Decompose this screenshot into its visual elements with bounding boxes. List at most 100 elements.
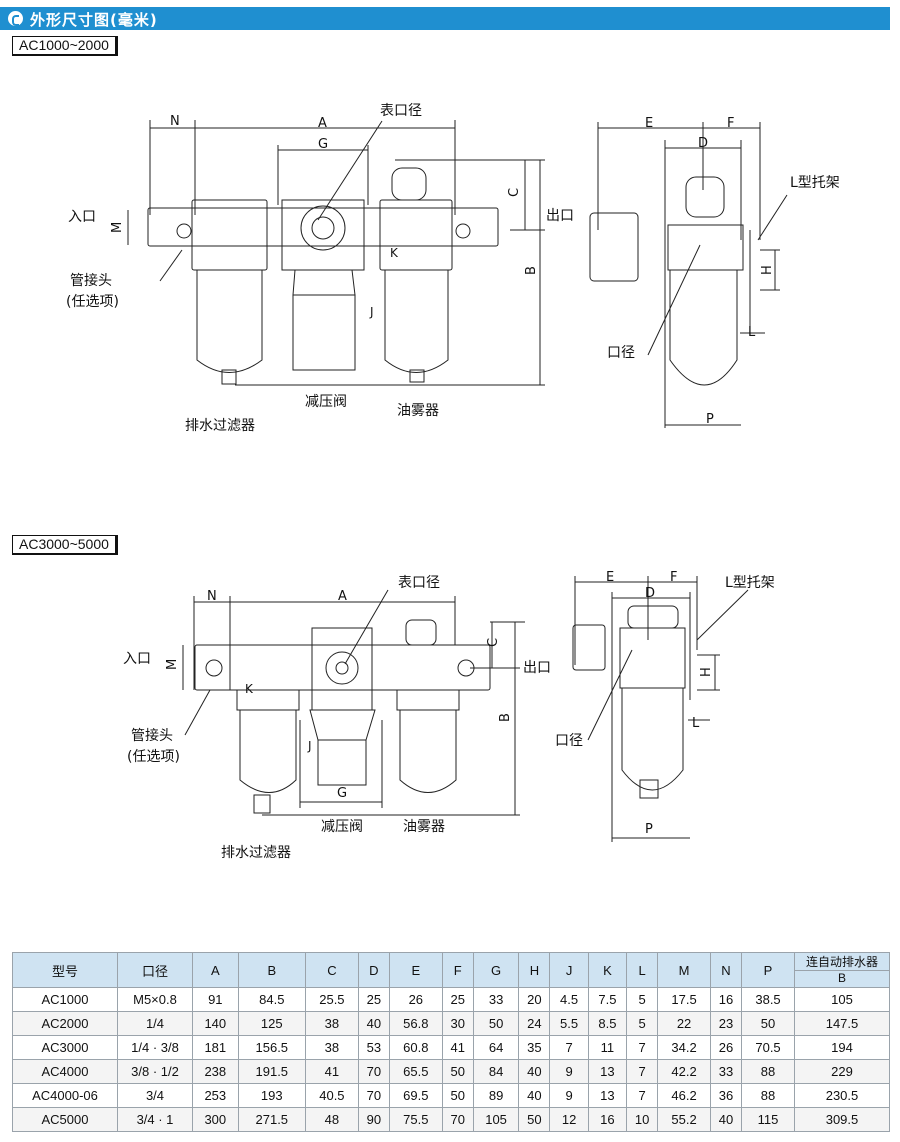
dim-L: L (692, 716, 700, 731)
cell-dim: 35 (518, 1035, 551, 1060)
cell-dim: 16 (587, 1107, 628, 1132)
cell-dim: 105 (472, 1107, 520, 1132)
col-header-dim: H (518, 952, 551, 988)
dim-C: C (486, 638, 501, 647)
col-header-dim: G (472, 952, 520, 988)
cell-port: 3/4 (117, 1083, 193, 1108)
col-header-dim: E (388, 952, 443, 988)
cell-auto-drain-b: 194 (794, 1035, 890, 1060)
label-port: 口径 (555, 733, 583, 749)
cell-dim: 156.5 (237, 1035, 306, 1060)
cell-dim: 11 (587, 1035, 628, 1060)
cell-dim: 191.5 (237, 1059, 306, 1084)
label-optional: (任选项) (127, 749, 180, 765)
dim-H: H (760, 265, 775, 275)
cell-dim: 25 (441, 987, 474, 1012)
cell-dim: 75.5 (388, 1107, 443, 1132)
label-lubricator: 油雾器 (397, 403, 439, 419)
cell-dim: 50 (518, 1107, 551, 1132)
cell-port: M5×0.8 (117, 987, 193, 1012)
cell-dim: 38 (304, 1011, 359, 1036)
col-header-dim: A (192, 952, 239, 988)
cell-dim: 23 (709, 1011, 743, 1036)
cell-dim: 30 (441, 1011, 474, 1036)
cell-dim: 90 (357, 1107, 390, 1132)
dim-C: C (507, 188, 522, 197)
cell-dim: 70.5 (741, 1035, 795, 1060)
auto-drain-title: 连自动排水器 (805, 954, 878, 969)
col-header-dim: F (441, 952, 474, 988)
col-header-dim: P (741, 952, 795, 988)
auto-drain-sub: B (795, 969, 889, 986)
cell-dim: 12 (549, 1107, 589, 1132)
model-range-tag-1: AC1000~2000 (12, 36, 118, 56)
cell-dim: 55.2 (657, 1107, 711, 1132)
dim-L: L (748, 325, 756, 340)
cell-dim: 5 (626, 987, 659, 1012)
cell-dim: 16 (709, 987, 743, 1012)
col-header-dim: D (357, 952, 390, 988)
cell-dim: 7 (626, 1035, 659, 1060)
cell-dim: 181 (192, 1035, 239, 1060)
label-gauge-port: 表口径 (398, 575, 440, 591)
cell-dim: 5.5 (549, 1011, 589, 1036)
dim-E: E (606, 570, 614, 585)
dim-M: M (165, 659, 180, 670)
cell-dim: 33 (472, 987, 520, 1012)
cell-dim: 40 (709, 1107, 743, 1132)
cell-dim: 40 (518, 1059, 551, 1084)
table-header-row: 型号 口径 A B C D E F G H J K L M N P 连自动排水器… (12, 952, 890, 988)
cell-dim: 70 (357, 1059, 390, 1084)
cell-dim: 5 (626, 1011, 659, 1036)
dim-B: B (524, 266, 539, 275)
label-outlet: 出口 (523, 660, 551, 676)
col-header-port: 口径 (117, 952, 193, 988)
cell-dim: 22 (657, 1011, 711, 1036)
col-header-dim: C (304, 952, 359, 988)
cell-dim: 10 (626, 1107, 659, 1132)
cell-dim: 42.2 (657, 1059, 711, 1084)
cell-dim: 7.5 (587, 987, 628, 1012)
cell-dim: 40 (357, 1011, 390, 1036)
cell-dim: 26 (388, 987, 443, 1012)
dim-N: N (207, 589, 217, 604)
cell-dim: 53 (357, 1035, 390, 1060)
cell-dim: 238 (192, 1059, 239, 1084)
cell-port: 3/8 · 1/2 (117, 1059, 193, 1084)
cell-dim: 84 (472, 1059, 520, 1084)
cell-dim: 50 (472, 1011, 520, 1036)
cell-dim: 70 (357, 1083, 390, 1108)
cell-dim: 253 (192, 1083, 239, 1108)
cell-dim: 88 (741, 1059, 795, 1084)
cell-dim: 40 (518, 1083, 551, 1108)
cell-dim: 88 (741, 1083, 795, 1108)
col-header-dim: N (709, 952, 743, 988)
cell-dim: 13 (587, 1083, 628, 1108)
cell-dim: 9 (549, 1083, 589, 1108)
model-range-tag-2: AC3000~5000 (12, 535, 118, 555)
cell-dim: 50 (441, 1059, 474, 1084)
cell-dim: 25.5 (304, 987, 359, 1012)
cell-model: AC4000-06 (12, 1083, 118, 1108)
cell-dim: 64 (472, 1035, 520, 1060)
cell-dim: 38 (304, 1035, 359, 1060)
dim-G: G (318, 137, 328, 152)
cell-dim: 70 (441, 1107, 474, 1132)
cell-dim: 38.5 (741, 987, 795, 1012)
cell-dim: 65.5 (388, 1059, 443, 1084)
cell-dim: 9 (549, 1059, 589, 1084)
dim-P: P (645, 822, 653, 837)
col-header-dim: L (626, 952, 659, 988)
dim-P: P (706, 412, 714, 427)
col-header-dim: J (549, 952, 589, 988)
col-header-dim: M (657, 952, 711, 988)
cell-dim: 24 (518, 1011, 551, 1036)
cell-dim: 25 (357, 987, 390, 1012)
label-drain-filter: 排水过滤器 (221, 845, 291, 861)
label-lubricator: 油雾器 (403, 819, 445, 835)
cell-auto-drain-b: 229 (794, 1059, 890, 1084)
label-inlet: 入口 (68, 209, 96, 225)
